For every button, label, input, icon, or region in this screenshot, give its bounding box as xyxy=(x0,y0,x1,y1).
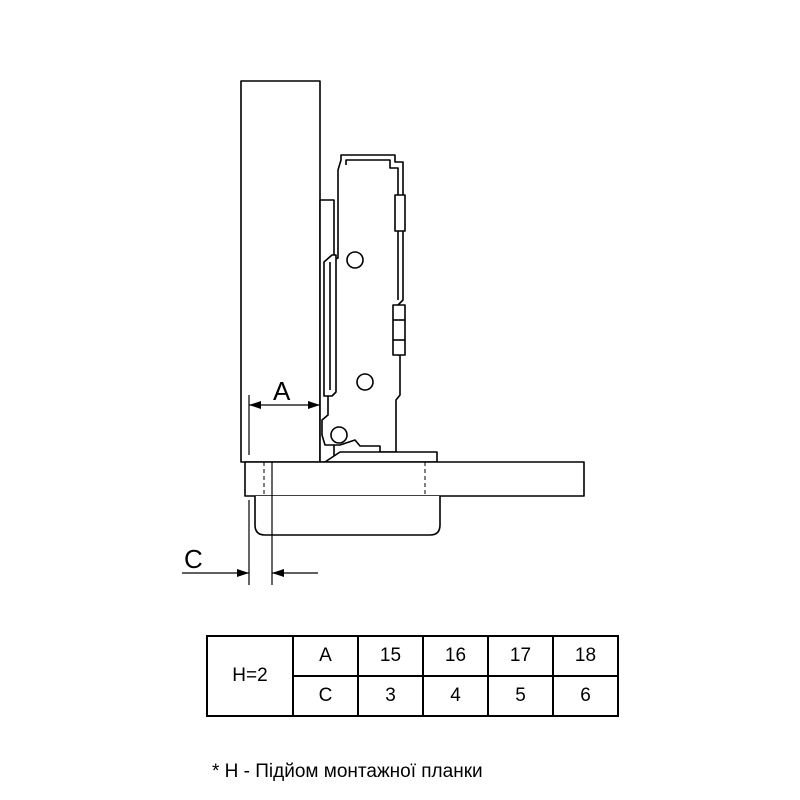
mounting-plate-foot xyxy=(254,496,441,536)
dimension-c-label: C xyxy=(184,544,203,574)
dimension-a-label: A xyxy=(273,376,291,406)
table-cell: 6 xyxy=(552,675,619,717)
door-panel xyxy=(240,80,321,463)
table-row-a: H=2 A 15 16 17 18 xyxy=(206,635,619,717)
table-cell: 5 xyxy=(487,675,554,717)
table-cell: 4 xyxy=(422,675,489,717)
pivot-pin-top xyxy=(346,251,364,269)
table-row-c: C 3 4 5 6 xyxy=(207,675,619,717)
pivot-pin-middle xyxy=(356,373,374,391)
mounting-plate-riser xyxy=(324,451,438,463)
table-cell: 15 xyxy=(357,635,424,677)
screw-lower xyxy=(392,304,406,356)
footnote: * H - Підйом монтажної планки xyxy=(212,761,483,782)
table-cell: 3 xyxy=(357,675,424,717)
h-label-cell: H=2 xyxy=(206,635,294,717)
row-c-label-cell: C xyxy=(292,675,359,717)
hinge-arm-inner xyxy=(345,159,399,300)
table-cell: 17 xyxy=(487,635,554,677)
pivot-pin-bottom xyxy=(330,426,348,444)
table-cell: 18 xyxy=(552,635,619,677)
screw-upper xyxy=(394,194,406,232)
table-cell: 16 xyxy=(422,635,489,677)
dimension-table: H=2 A 15 16 17 18 C 3 4 5 6 xyxy=(206,635,619,717)
mounting-plate xyxy=(244,461,585,497)
row-a-label-cell: A xyxy=(292,635,359,677)
